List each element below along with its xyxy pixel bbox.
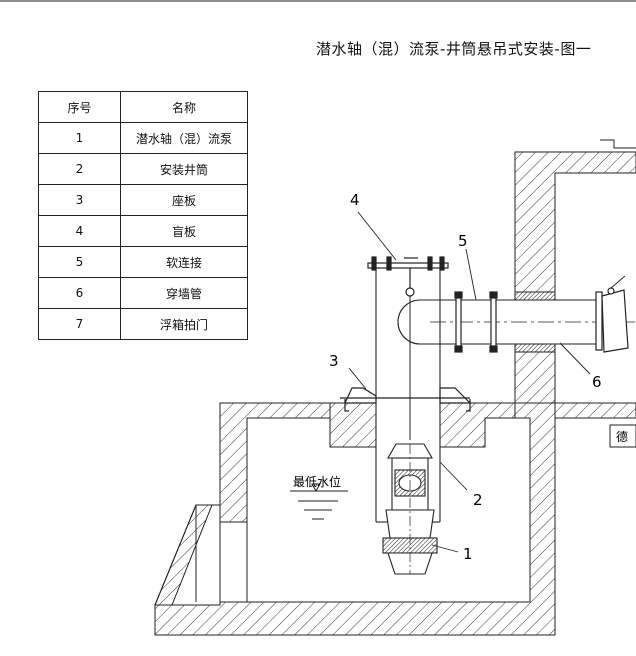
clipped-label: 德	[616, 429, 628, 444]
callout-4: 4	[350, 191, 360, 209]
table-row: 3 座板	[38, 184, 248, 216]
part-name: 盲板	[120, 215, 248, 247]
part-name: 浮箱拍门	[120, 308, 248, 340]
parts-table: 序号 名称 1 潜水轴（混）流泵 2 安装井筒 3 座板 4 盲板 5 软连接 …	[38, 91, 248, 340]
callout-5: 5	[458, 232, 468, 250]
table-row: 5 软连接	[38, 246, 248, 278]
flexible-joint	[454, 291, 498, 353]
water-level-marker	[290, 483, 348, 520]
part-number: 7	[38, 308, 121, 340]
header-number: 序号	[38, 91, 121, 123]
sump-concrete	[154, 151, 636, 636]
drawing-title: 潜水轴（混）流泵-井筒悬吊式安装-图一	[316, 40, 592, 58]
callout-6: 6	[592, 373, 602, 391]
part-name: 潜水轴（混）流泵	[120, 122, 248, 154]
part-name: 座板	[120, 184, 248, 216]
inlet-slope	[154, 504, 221, 606]
parts-table-header: 序号 名称	[38, 91, 248, 123]
callout-1: 1	[463, 545, 473, 563]
part-number: 2	[38, 153, 121, 185]
water-level-label: 最低水位	[293, 474, 341, 489]
part-number: 1	[38, 122, 121, 154]
partial-frame	[600, 139, 636, 448]
blind-plate	[367, 256, 449, 297]
table-row: 2 安装井筒	[38, 153, 248, 185]
callout-2: 2	[473, 491, 483, 509]
part-name: 安装井筒	[120, 153, 248, 185]
leader-lines	[348, 211, 626, 553]
table-row: 1 潜水轴（混）流泵	[38, 122, 248, 154]
table-row: 7 浮箱拍门	[38, 308, 248, 340]
callout-3: 3	[329, 352, 339, 370]
part-number: 5	[38, 246, 121, 278]
part-number: 6	[38, 277, 121, 309]
flap-gate	[595, 287, 629, 353]
table-row: 4 盲板	[38, 215, 248, 247]
header-name: 名称	[120, 91, 248, 123]
submersible-pump	[382, 443, 438, 575]
part-number: 3	[38, 184, 121, 216]
